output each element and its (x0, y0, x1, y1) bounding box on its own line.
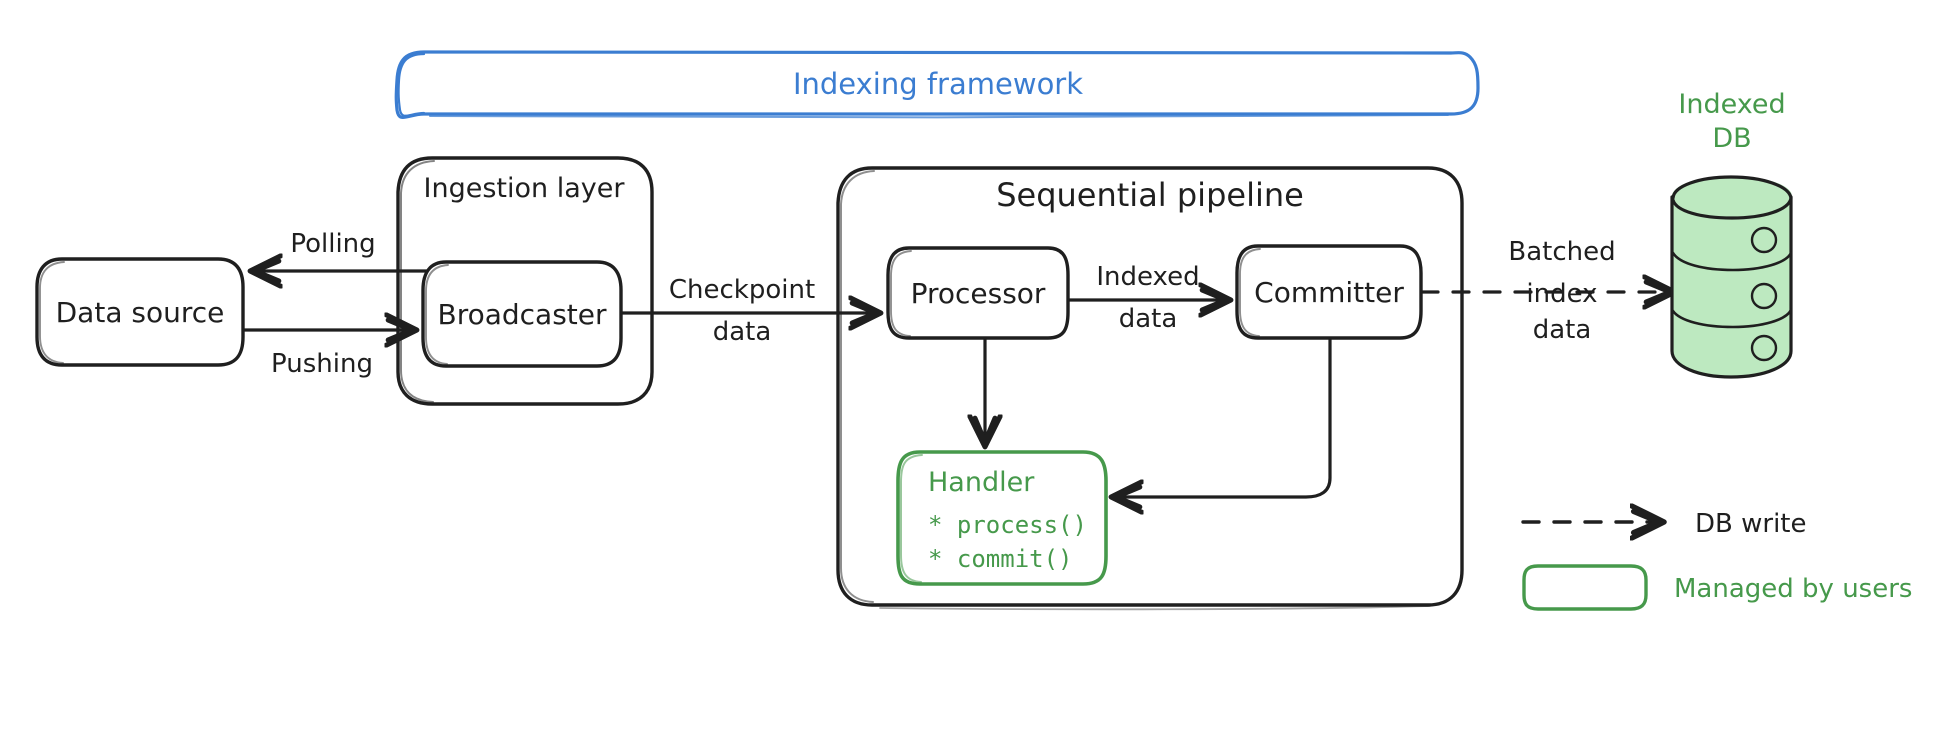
db-indicator-icon-2 (1750, 282, 1778, 310)
node-committer[interactable]: Committer (1235, 244, 1423, 340)
legend-item-db-write: DB write (1521, 509, 1807, 539)
ingestion-layer-label: Ingestion layer (424, 173, 626, 204)
node-committer-label: Committer (1254, 276, 1404, 309)
edge-polling-label: Polling (290, 229, 375, 259)
green-rounded-box-icon (1522, 564, 1648, 611)
node-broadcaster[interactable]: Broadcaster (421, 260, 623, 368)
edge-batched-index-data: Batched index data (1420, 237, 1672, 345)
node-indexed-db[interactable]: Indexed DB (1670, 89, 1793, 379)
indexing-framework-banner: Indexing framework (394, 50, 1480, 120)
indexing-framework-label: Indexing framework (793, 67, 1083, 101)
legend-item-db-write-label: DB write (1695, 509, 1807, 539)
node-handler[interactable]: Handler * process() * commit() (896, 450, 1108, 586)
db-indicator-icon-1 (1750, 226, 1778, 254)
node-handler-label: Handler (928, 467, 1035, 498)
edge-committer-to-handler (1114, 336, 1332, 497)
node-indexed-db-label-line1: Indexed (1678, 89, 1785, 120)
node-data-source[interactable]: Data source (35, 257, 245, 367)
legend-item-managed-by-users: Managed by users (1522, 564, 1912, 611)
edge-pushing-label: Pushing (271, 349, 373, 379)
edge-batched-index-data-label-1: Batched (1508, 237, 1615, 267)
edge-batched-index-data-label-3: data (1533, 315, 1592, 345)
edge-checkpoint-data-label-1: Checkpoint (669, 275, 815, 305)
node-handler-method-commit: * commit() (928, 545, 1073, 573)
db-indicator-icon-3 (1750, 334, 1778, 362)
node-broadcaster-label: Broadcaster (437, 298, 607, 331)
node-handler-method-process: * process() (928, 511, 1087, 539)
edge-pushing: Pushing (241, 330, 414, 379)
edge-checkpoint-data-label-2: data (713, 317, 772, 347)
edge-batched-index-data-label-2: index (1526, 279, 1597, 309)
node-processor[interactable]: Processor (886, 246, 1070, 340)
legend: DB write Managed by users (1521, 509, 1912, 611)
sequential-pipeline-label: Sequential pipeline (996, 176, 1304, 214)
edge-indexed-data: Indexed data (1066, 262, 1228, 334)
edge-indexed-data-label-2: data (1119, 304, 1178, 334)
node-indexed-db-label-line2: DB (1712, 123, 1751, 154)
node-data-source-label: Data source (56, 296, 225, 329)
legend-item-managed-by-users-label: Managed by users (1674, 574, 1912, 604)
edge-checkpoint-data: Checkpoint data (618, 275, 878, 347)
node-processor-label: Processor (911, 277, 1046, 310)
edge-indexed-data-label-1: Indexed (1096, 262, 1199, 292)
